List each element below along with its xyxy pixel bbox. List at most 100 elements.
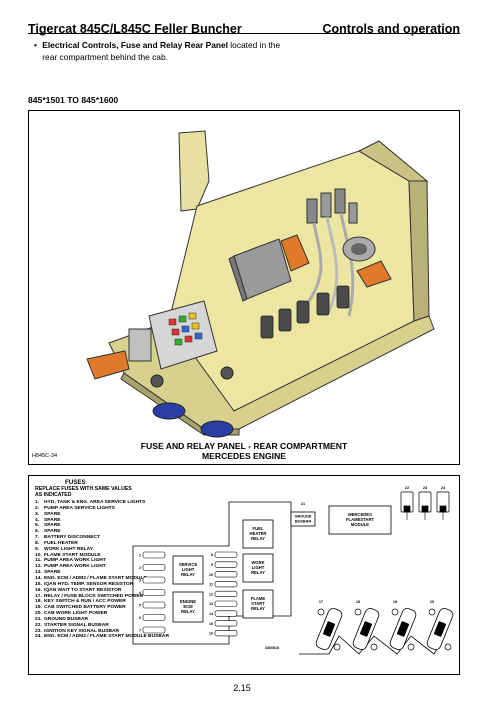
fuse-number: 13. <box>35 570 42 576</box>
fuse-label: PUMP AREA WORK LIGHT <box>44 564 106 570</box>
fuse-label: SPARE <box>44 511 61 517</box>
fuse-number: 17. <box>35 593 42 599</box>
busbar-chain <box>299 635 446 655</box>
serial-range: 845*1501 TO 845*1600 <box>28 95 119 105</box>
fuse-label: BATTERY DISCONNECT <box>44 535 101 541</box>
document-title: Tigercat 845C/L845C Feller Buncher <box>28 22 242 36</box>
flame-start-relay-l1: FLAME <box>251 596 266 601</box>
fuse-slot <box>142 551 166 559</box>
fuse-legend-item: 1.HYD, TANK & ENG. AREA SERVICE LIGHTS <box>35 500 195 506</box>
fuse-label: GROUND BUSBAR <box>44 616 89 622</box>
fuse-label: CAB SWITCHED BATTERY POWER <box>44 605 126 611</box>
fuse-label: IGNITION KEY SIGNAL BUSBAR <box>44 628 120 634</box>
fuse-number: 20. <box>35 611 42 617</box>
fuse-label: KEY SWITCH & RUN / ACC POWER <box>44 599 126 605</box>
fuel-heater-relay-l3: RELAY <box>251 536 265 541</box>
fuse-slot <box>214 571 238 578</box>
fuse-legend-item: 23.IGNITION KEY SIGNAL BUSBAR <box>35 629 195 635</box>
midi-fuse-element <box>433 621 447 637</box>
fuse-legend-item: 20.CAB WORK LIGHT POWER <box>35 611 195 617</box>
section-title: Controls and operation <box>322 22 461 36</box>
page-header: Tigercat 845C/L845C Feller Buncher Contr… <box>28 16 460 36</box>
small-relay-pin <box>403 505 411 513</box>
fuse-callout: 5 <box>139 604 141 608</box>
fuse-legend-item: 13.SPARE <box>35 570 195 576</box>
fuse-legend-item: 9.WORK LIGHT RELAY <box>35 547 195 553</box>
fuse-slot <box>214 630 238 637</box>
fuse-number: 14. <box>35 575 42 581</box>
fuse-slot <box>214 620 238 627</box>
fuse-callout: 8 <box>211 553 213 557</box>
fuse-label: SPARE <box>44 517 61 523</box>
fuse-slot <box>142 589 166 596</box>
midi-fuse-terminal <box>428 608 436 616</box>
fuse-label: ENG. ECM / ADM2 / FLAME START MODULE <box>44 575 147 581</box>
fuse-number: 11. <box>35 558 42 564</box>
fuse-number: 24. <box>35 634 42 640</box>
fuse-callout: 11 <box>209 583 213 587</box>
fuse-legend-item: 15.IQAN HYD. TEMP. SENSOR RESISTOR <box>35 582 195 588</box>
mercedes-module-l3: MODULE <box>351 522 369 527</box>
service-light-relay-l3: RELAY <box>181 572 195 577</box>
fuse-legend-item: 16.IQAN WAIT TO START RESISTOR <box>35 588 195 594</box>
fuse-number: 19. <box>35 605 42 611</box>
fuses-title: FUSES <box>65 479 86 486</box>
fuse-label: PUMP AREA WORK LIGHT <box>44 558 106 564</box>
fuse-callout: 16 <box>209 632 213 636</box>
caption-line-1: FUSE AND RELAY PANEL - REAR COMPARTMENT <box>140 441 348 451</box>
fuse-legend-item: 8.FUEL HEATER <box>35 541 195 547</box>
fuse-callout: 13 <box>209 602 213 606</box>
midi-fuse-callout: 17 <box>319 600 323 604</box>
fuse-label: IQAN WAIT TO START RESISTOR <box>44 587 122 593</box>
header-rule <box>28 33 460 34</box>
intro-text: Electrical Controls, Fuse and Relay Rear… <box>42 40 294 63</box>
fuse-callout: 3 <box>139 579 141 583</box>
drawing-id: 3460815 <box>265 646 279 650</box>
fuse-number: 21. <box>35 616 42 622</box>
fuse-legend-item: 24.ENG. ECM / ADM2 / FLAME START MODULE … <box>35 634 195 640</box>
fuse-slot <box>142 614 166 621</box>
fuse-legend-item: 12.PUMP AREA WORK LIGHT <box>35 564 195 570</box>
fuse-label: CAB WORK LIGHT POWER <box>44 611 108 617</box>
panel-photo-figure: FUSE AND RELAY PANEL - REAR COMPARTMENT … <box>28 110 460 465</box>
relay-callout: 24 <box>441 486 446 490</box>
work-light-relay-l1: WORK <box>251 560 264 565</box>
fuse-label: IQAN HYD. TEMP. SENSOR RESISTOR <box>44 581 134 587</box>
fuse-callout: 10 <box>209 573 213 577</box>
fuse-number: 10. <box>35 552 42 558</box>
fuse-layout-drawing: FUEL HEATER RELAY SERVICE LIGHT RELAY WO… <box>132 486 454 655</box>
service-light-relay-l1: SERVICE <box>179 562 198 567</box>
fuse-legend-item: 10.FLAME START MODULE <box>35 553 195 559</box>
work-light-relay-l3: RELAY <box>251 570 265 575</box>
fuse-label: HYD, TANK & ENG. AREA SERVICE LIGHTS <box>44 500 146 505</box>
fuse-callout: 2 <box>139 566 141 570</box>
midi-fuse-terminal <box>391 608 399 616</box>
intro-bullet: • Electrical Controls, Fuse and Relay Re… <box>34 40 294 63</box>
fuse-callout: 6 <box>139 616 141 620</box>
midi-fuse-terminal <box>444 643 452 651</box>
fuse-callout: 9 <box>211 563 213 567</box>
ground-busbar-l2: BUSBAR <box>295 520 312 524</box>
fuse-label: RELAY / FUSE BLOCK SWITCHED POWER <box>44 593 144 599</box>
figure-id: H845C-34 <box>32 453 58 459</box>
fuse-slot <box>142 564 166 571</box>
bullet-marker: • <box>34 40 37 50</box>
fuse-number: 18. <box>35 599 42 605</box>
fuse-callout: 4 <box>139 591 141 595</box>
fuses-note: REPLACE FUSES WITH SAME VALUES AS INDICA… <box>35 486 132 498</box>
engine-ecm-relay-l1: ENGINE <box>180 599 196 604</box>
midi-fuse-callout: 19 <box>393 600 397 604</box>
fuse-label: STARTER SIGNAL BUSBAR <box>44 622 109 628</box>
fuse-number: 6. <box>35 529 40 535</box>
fuse-callout: 15 <box>209 622 213 626</box>
fuse-slot <box>214 590 238 597</box>
fuse-legend-item: 2.PUMP AREA SERVICE LIGHTS <box>35 506 195 512</box>
fuse-slot <box>214 610 238 617</box>
fuse-number: 7. <box>35 535 40 541</box>
midi-fuse-element <box>322 621 336 637</box>
engine-ecm-relay-l2: ECM <box>183 604 193 609</box>
midi-fuse-terminal <box>333 643 341 651</box>
fuse-legend-item: 14.ENG. ECM / ADM2 / FLAME START MODULE <box>35 576 195 582</box>
relay-callout: 22 <box>405 486 409 490</box>
